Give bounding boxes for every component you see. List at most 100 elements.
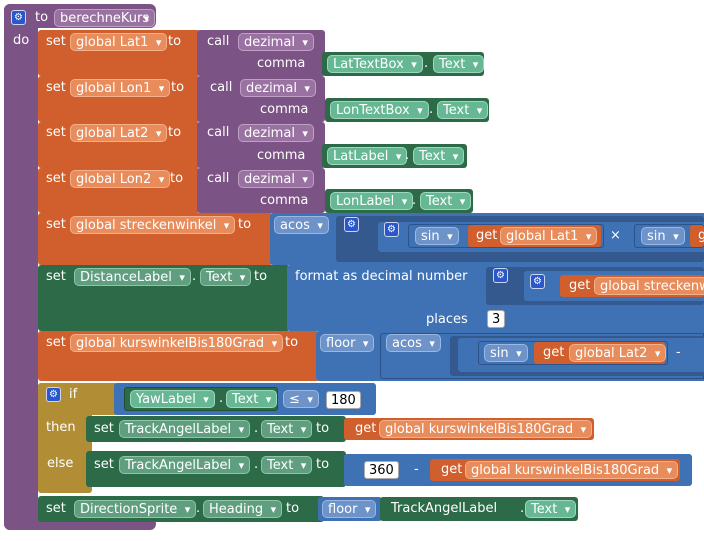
dot-separator: . xyxy=(192,269,197,284)
property-dropdown-text[interactable]: Text xyxy=(226,390,278,409)
set-label: set xyxy=(46,171,66,186)
dot-separator: . xyxy=(429,102,434,117)
to-label: to xyxy=(170,171,184,186)
gear-icon[interactable]: ⚙ xyxy=(384,222,399,237)
to-label: to xyxy=(316,457,330,472)
comma-label: comma xyxy=(257,56,306,71)
get-label: get xyxy=(569,278,591,293)
component-dropdown-trackangellabel[interactable]: TrackAngelLabel xyxy=(119,420,251,439)
procedure-body-rail xyxy=(4,4,38,530)
procedure-dropdown-dezimal-2[interactable]: dezimal xyxy=(240,79,316,98)
property-dropdown-text[interactable]: Text xyxy=(200,268,252,287)
procedure-dropdown-dezimal-4[interactable]: dezimal xyxy=(238,170,314,189)
places-number-field[interactable]: 3 xyxy=(487,310,506,328)
dot-separator: . xyxy=(219,391,224,406)
property-dropdown-text[interactable]: Text xyxy=(420,192,472,211)
compare-value-field[interactable]: 180 xyxy=(326,391,361,409)
component-dropdown-yawlabel[interactable]: YawLabel xyxy=(130,390,215,409)
gear-icon[interactable]: ⚙ xyxy=(46,387,61,402)
variable-dropdown-lon2[interactable]: global Lon2 xyxy=(70,170,171,189)
call-label: call xyxy=(207,34,230,49)
math-function-dropdown-floor-2[interactable]: floor xyxy=(322,500,377,519)
component-dropdown-trackangellabel-2[interactable]: TrackAngelLabel xyxy=(119,456,251,475)
property-dropdown-text[interactable]: Text xyxy=(261,456,313,475)
get-label: get xyxy=(355,421,377,436)
math-function-dropdown-acos[interactable]: acos xyxy=(274,216,329,235)
property-dropdown-text[interactable]: Text xyxy=(261,420,313,439)
dot-separator: . xyxy=(412,193,417,208)
else-label: else xyxy=(47,456,74,471)
to-label: to xyxy=(171,80,185,95)
math-function-dropdown-sin[interactable]: sin xyxy=(415,227,459,246)
multiply-operator: × xyxy=(610,228,621,243)
to-label: to xyxy=(168,125,182,140)
variable-dropdown-lat2[interactable]: global Lat2 xyxy=(70,124,168,143)
set-label: set xyxy=(46,80,66,95)
procedure-name-field[interactable]: berechneKurs xyxy=(54,9,156,28)
component-dropdown-directionsprite[interactable]: DirectionSprite xyxy=(74,500,197,519)
subtract-operator: - xyxy=(414,462,419,477)
to-label: to xyxy=(254,269,268,284)
gear-icon[interactable]: ⚙ xyxy=(530,274,545,289)
variable-dropdown-lat1[interactable]: global Lat1 xyxy=(70,33,168,52)
compare-operator-dropdown[interactable]: ≤ xyxy=(283,390,319,409)
component-dropdown-distancelabel[interactable]: DistanceLabel xyxy=(74,268,191,287)
dot-separator: . xyxy=(424,56,429,71)
set-label: set xyxy=(94,457,114,472)
gear-icon[interactable]: ⚙ xyxy=(11,10,26,25)
component-dropdown-lonlabel[interactable]: LonLabel xyxy=(330,192,414,211)
procedure-dropdown-dezimal-1[interactable]: dezimal xyxy=(238,33,314,52)
to-label: to xyxy=(316,421,330,436)
to-label: to xyxy=(285,335,299,350)
component-dropdown-latlabel[interactable]: LatLabel xyxy=(327,147,408,166)
set-label: set xyxy=(46,335,66,350)
property-dropdown-text[interactable]: Text xyxy=(413,147,465,166)
dot-separator: . xyxy=(254,457,259,472)
to-label: to xyxy=(238,217,252,232)
component-label-trackangellabel: TrackAngelLabel xyxy=(391,501,498,516)
set-label: set xyxy=(46,269,66,284)
dot-separator: . xyxy=(520,501,525,516)
dot-separator: . xyxy=(405,148,410,163)
math-function-dropdown-acos-2[interactable]: acos xyxy=(386,334,441,353)
call-label: call xyxy=(207,171,230,186)
set-label: set xyxy=(46,125,66,140)
format-decimal-label: format as decimal number xyxy=(295,269,468,284)
variable-dropdown-streckenwinkel[interactable]: global streckenwinkel xyxy=(70,216,236,235)
variable-dropdown-get-kurswinkel-2[interactable]: global kurswinkelBis180Grad xyxy=(465,461,679,480)
to-label: to xyxy=(35,10,49,25)
math-function-dropdown-sin-3[interactable]: sin xyxy=(484,344,528,363)
property-dropdown-text[interactable]: Text xyxy=(525,500,577,519)
subtract-operator: - xyxy=(676,345,681,360)
variable-dropdown-get-kurswinkel-1[interactable]: global kurswinkelBis180Grad xyxy=(379,420,593,439)
set-label: set xyxy=(46,501,66,516)
then-label: then xyxy=(46,420,76,435)
subtract-value-field[interactable]: 360 xyxy=(364,461,399,479)
gear-icon[interactable]: ⚙ xyxy=(493,268,508,283)
property-dropdown-heading[interactable]: Heading xyxy=(203,500,283,519)
math-function-dropdown-floor[interactable]: floor xyxy=(320,334,375,353)
set-label: set xyxy=(94,421,114,436)
call-label: call xyxy=(207,125,230,140)
property-dropdown-text[interactable]: Text xyxy=(437,101,489,120)
to-label: to xyxy=(168,34,182,49)
places-label: places xyxy=(426,312,468,327)
gear-icon[interactable]: ⚙ xyxy=(344,217,359,232)
variable-dropdown-get-lat1[interactable]: global Lat1 xyxy=(500,227,598,246)
variable-dropdown-get-lat2[interactable]: global Lat2 xyxy=(569,344,667,363)
get-label-truncated: g xyxy=(698,228,704,243)
get-block-truncated[interactable] xyxy=(690,225,704,247)
component-dropdown-lontextbox[interactable]: LonTextBox xyxy=(330,101,429,120)
component-dropdown-lattextbox[interactable]: LatTextBox xyxy=(327,55,423,74)
variable-dropdown-lon1[interactable]: global Lon1 xyxy=(70,79,171,98)
comma-label: comma xyxy=(260,193,309,208)
procedure-dropdown-dezimal-3[interactable]: dezimal xyxy=(238,124,314,143)
variable-dropdown-get-streckenwinkel[interactable]: global streckenw xyxy=(594,277,704,295)
set-label: set xyxy=(46,217,66,232)
math-function-dropdown-sin-2[interactable]: sin xyxy=(641,227,685,246)
property-dropdown-text[interactable]: Text xyxy=(433,55,485,74)
variable-dropdown-kurswinkel[interactable]: global kurswinkelBis180Grad xyxy=(70,334,284,353)
call-label: call xyxy=(210,80,233,95)
set-label: set xyxy=(46,34,66,49)
do-label: do xyxy=(13,33,30,48)
